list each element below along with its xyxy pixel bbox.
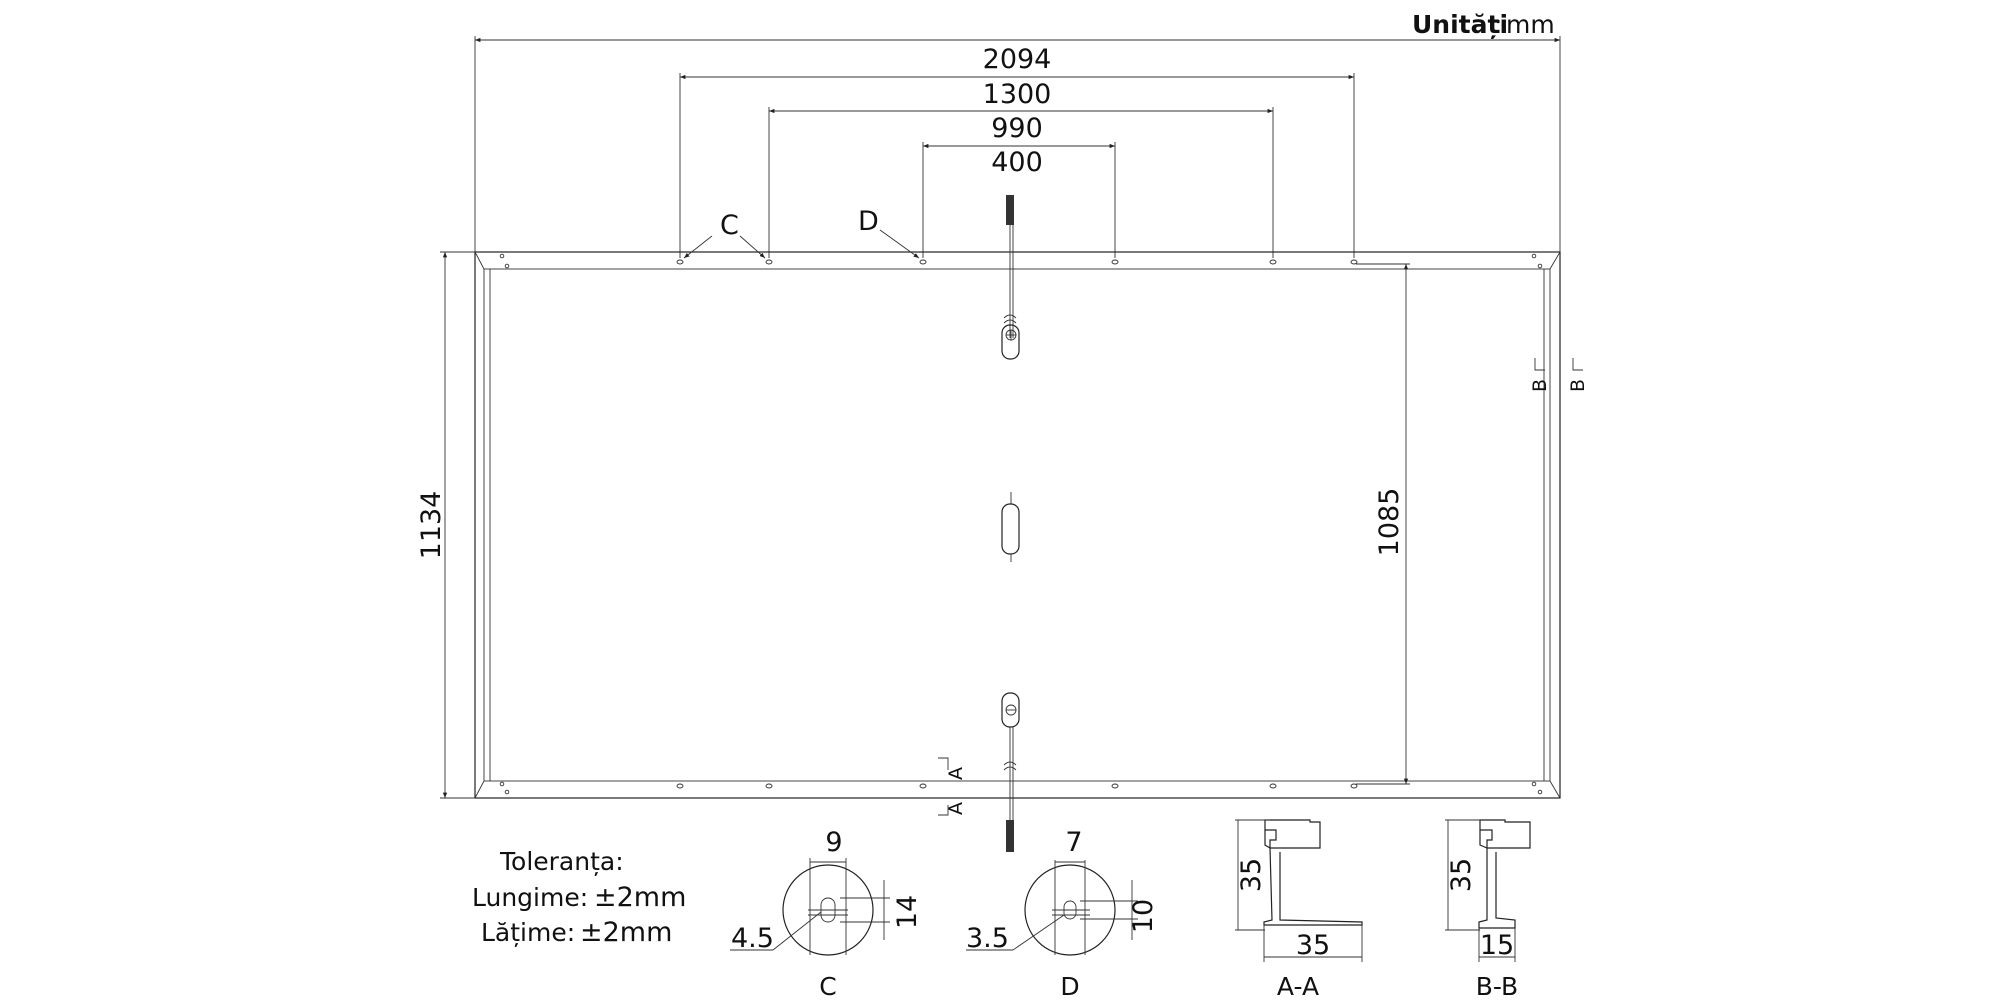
section-bb-label: B-B [1476, 972, 1518, 1000]
detail-c-hole-length: 14 [892, 895, 923, 929]
section-aa-width: 35 [1296, 930, 1330, 961]
tolerance-width-value: ±2mm [580, 917, 672, 948]
section-aa-height: 35 [1236, 858, 1267, 892]
top-mounting-holes [499, 253, 1543, 269]
tolerance-length-value: ±2mm [594, 882, 686, 913]
dimension-1134: 1134 [416, 491, 447, 560]
detail-c-diameter: 4.5 [731, 923, 774, 954]
section-aa: 35 35 A-A [1235, 819, 1363, 1000]
section-bb: 35 15 B-B [1445, 819, 1531, 1000]
section-marker-a-top: A [945, 767, 967, 780]
units-separator: : [1494, 10, 1502, 39]
width-dimension: 1134 [416, 251, 475, 799]
units-label: Unități [1412, 10, 1508, 39]
section-aa-label: A-A [1277, 972, 1319, 1000]
section-bb-height: 35 [1446, 858, 1477, 892]
dimension-400: 400 [991, 147, 1043, 178]
section-bb-width: 15 [1480, 930, 1514, 961]
detail-c-hole-width: 9 [825, 827, 842, 858]
dimension-1085: 1085 [1374, 488, 1405, 557]
top-connector [1006, 195, 1014, 225]
top-dimensions: 2094 1300 990 400 [474, 36, 1561, 258]
callout-c: C [720, 210, 739, 241]
detail-d-hole-length: 10 [1128, 899, 1159, 933]
detail-d-hole-width: 7 [1065, 827, 1082, 858]
hole-distance-dimension: 1085 [1356, 263, 1410, 785]
tolerance-length-label: Lungime: [472, 883, 588, 912]
dimension-990: 990 [991, 113, 1043, 144]
detail-d-label: D [1060, 972, 1079, 1000]
detail-c: 9 14 4.5 C [730, 827, 923, 1000]
hole-callouts: C D [683, 206, 920, 259]
cable-assembly [1001, 195, 1020, 852]
dimension-1300: 1300 [983, 79, 1052, 110]
section-marker-b-left: B [1529, 379, 1551, 392]
section-marker-b-right: B [1567, 379, 1589, 392]
section-markers: A A B B [938, 358, 1589, 816]
callout-d: D [858, 206, 879, 237]
bottom-mounting-holes [499, 781, 1543, 795]
detail-d: 7 10 3.5 D [966, 827, 1159, 1000]
units-value: mm [1506, 10, 1555, 39]
detail-d-diameter: 3.5 [966, 923, 1009, 954]
tolerance-width-label: Lățime: [481, 918, 575, 947]
panel-frame [474, 251, 1561, 799]
junction-box-top [1001, 324, 1020, 360]
junction-box-bottom [1001, 692, 1020, 728]
junction-box-middle [1001, 503, 1020, 555]
tolerance-block: Toleranța: Lungime: ±2mm Lățime: ±2mm [472, 847, 686, 948]
detail-c-label: C [819, 972, 836, 1000]
section-marker-a-bottom: A [945, 802, 967, 815]
dimension-2094: 2094 [983, 44, 1052, 75]
bottom-connector [1006, 820, 1014, 852]
tolerance-title: Toleranța: [499, 847, 624, 876]
